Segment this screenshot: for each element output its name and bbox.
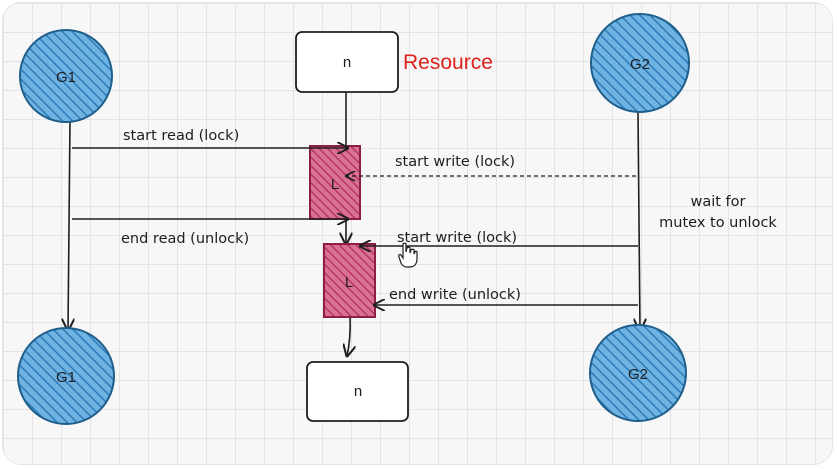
lock-block-read: L (309, 145, 361, 220)
start-read-label: start read (lock) (123, 128, 239, 144)
diagram-canvas: n Resource n G1 G2 G1 G2 L L start read … (3, 3, 832, 464)
sequence-diagram: n Resource n G1 G2 G1 G2 L L start read … (17, 13, 777, 425)
end-write-label: end write (unlock) (389, 287, 521, 303)
goroutine-g2-top: G2 (590, 13, 690, 113)
start-write-waiting-label: start write (lock) (395, 154, 515, 170)
wait-note-line2: mutex to unlock (659, 215, 777, 231)
g2-bottom-label: G2 (628, 366, 648, 383)
g1-bottom-label: G1 (56, 369, 76, 386)
lock-2-label: L (345, 274, 353, 291)
resource-lifeline-end (347, 315, 350, 356)
g2-lifeline (638, 111, 640, 330)
g2-top-label: G2 (630, 56, 650, 73)
resource-node-top-label: n (343, 54, 351, 71)
goroutine-g1-top: G1 (19, 29, 113, 123)
start-write-label: start write (lock) (397, 230, 517, 246)
lock-block-write: L (323, 243, 376, 318)
g1-top-label: G1 (56, 69, 76, 86)
resource-node-bottom-label: n (354, 383, 362, 400)
resource-node-top: n (295, 31, 399, 93)
hand-pointer-icon (398, 242, 418, 268)
g1-lifeline (68, 119, 70, 330)
lock-1-label: L (331, 176, 339, 193)
wait-note-line1: wait for (690, 194, 745, 210)
goroutine-g1-bottom: G1 (17, 327, 115, 425)
resource-title: Resource (403, 51, 493, 74)
resource-node-bottom: n (306, 361, 409, 422)
end-read-label: end read (unlock) (121, 231, 249, 247)
goroutine-g2-bottom: G2 (589, 324, 687, 422)
